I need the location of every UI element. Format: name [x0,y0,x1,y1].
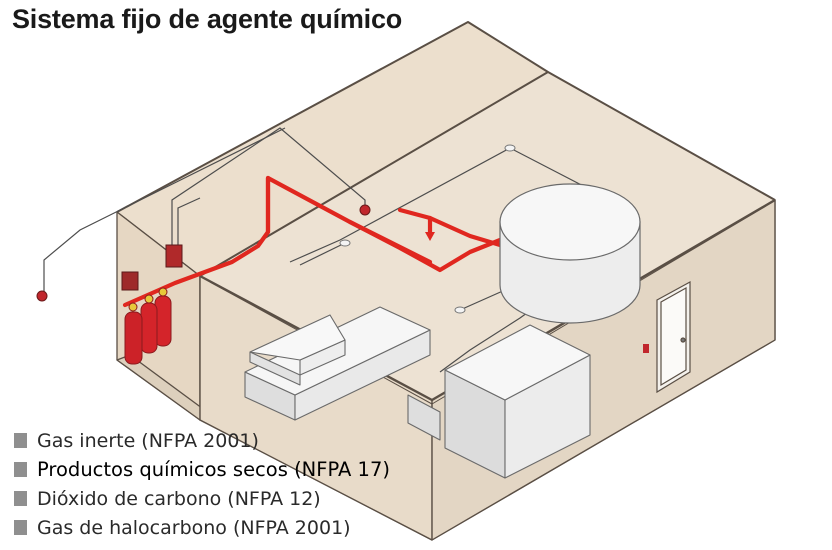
agent-cylinders [124,287,172,365]
legend-swatch [14,520,27,535]
cylinder-valve-icon [144,294,154,304]
outer-top-edge [116,21,549,213]
alarm-bell-icon [36,290,48,302]
legend-label: Productos químicos secos (NFPA 17) [37,458,390,481]
release-panel [121,271,139,291]
legend-label: Gas inerte (NFPA 2001) [37,429,259,452]
legend-swatch [14,433,27,448]
diagram-title: Sistema fijo de agente químico [12,4,403,34]
door [656,280,691,394]
control-panel [165,244,183,268]
door-panel [660,286,687,387]
legend-item-gas-de-halocarbono: Gas de halocarbono (NFPA 2001) [14,513,390,542]
legend-swatch [14,462,27,477]
cylinder-valve-icon [128,302,138,312]
equipment-boxes [244,306,591,479]
cylinder-valve-icon [158,287,168,297]
door-knob-icon [680,337,686,343]
alarm-bell-icon [359,204,371,216]
cylinder [124,311,143,365]
smoke-detector-icon [504,144,516,152]
cylindrical-enclosure [499,183,641,324]
smoke-detector-icon [339,239,351,247]
legend-swatch [14,491,27,506]
front-top-edge [199,198,776,402]
front-inner-edge [209,205,767,405]
cylinder [140,302,158,354]
server-rack [249,351,301,386]
manual-pull-station [643,344,649,353]
legend-label: Dióxido de carbono (NFPA 12) [37,487,321,510]
legend-label: Gas de halocarbono (NFPA 2001) [37,516,351,539]
console-box [407,394,441,441]
legend-item-dioxido-de-carbono: Dióxido de carbono (NFPA 12) [14,484,390,513]
legend-item-productos-quimicos-secos: Productos químicos secos (NFPA 17) [14,455,390,484]
legend-item-gas-inerte: Gas inerte (NFPA 2001) [14,426,390,455]
nozzle-arrow-icon [425,232,435,241]
smoke-detector-icon [454,306,466,314]
agent-type-legend: Gas inerte (NFPA 2001) Productos químico… [14,426,390,542]
